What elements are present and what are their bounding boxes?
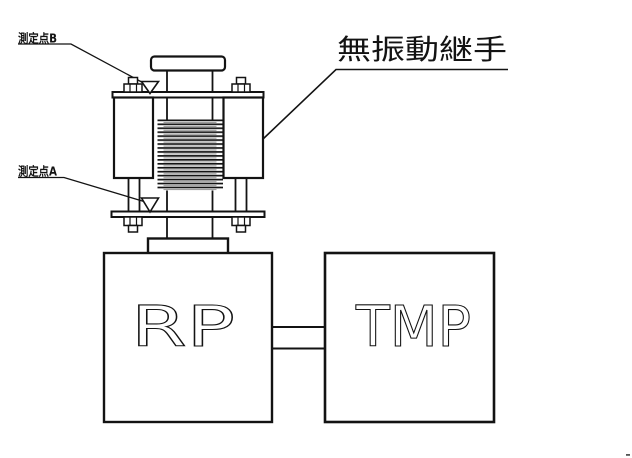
- lower-mounting-flange: [146, 237, 230, 255]
- measurement-marker-a-triangle: [140, 197, 160, 214]
- measurement-point-a-label: 測定点A: [18, 164, 58, 179]
- side-column-right: [222, 96, 265, 180]
- scan-artifact-dot: [626, 454, 630, 456]
- leader-line-point-a: [18, 176, 150, 204]
- rp-pump-box: [102, 251, 274, 424]
- bottom-plate: [110, 210, 266, 218]
- top-cap-flange: [149, 55, 227, 72]
- bottom-nut-right: [231, 216, 251, 233]
- vibration-isolator-assembly: [110, 55, 266, 255]
- side-column-left: [112, 96, 155, 180]
- tmp-pump-label: TMP: [355, 295, 471, 360]
- bellows-joint-title: 無振動継手: [337, 33, 507, 66]
- top-bolt-right: [231, 76, 251, 93]
- leader-line-point-b: [18, 43, 150, 87]
- measurement-marker-b-triangle: [139, 80, 161, 95]
- stud-rod-left: [127, 178, 141, 212]
- tmp-pump-box: [323, 251, 496, 424]
- bellows: [157, 119, 223, 191]
- connecting-pipe: [272, 326, 325, 350]
- top-bolt-left: [123, 76, 143, 93]
- stud-rod-right: [234, 178, 248, 212]
- leader-line-title: [261, 68, 508, 141]
- rp-pump-label: RP: [131, 295, 235, 360]
- bottom-nut-left: [123, 216, 143, 233]
- measurement-point-b-label: 測定点B: [18, 31, 57, 46]
- top-plate: [111, 91, 265, 99]
